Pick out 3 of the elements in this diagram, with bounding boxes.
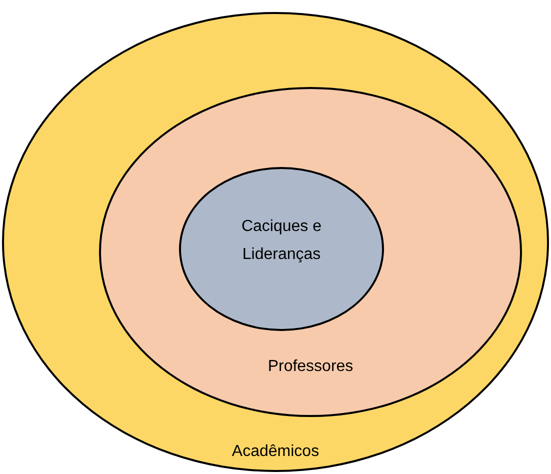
ellipse-label: Professores (266, 357, 354, 377)
ellipse-label: Caciques e Lideranças (240, 217, 323, 265)
ellipse-label: Acadêmicos (230, 442, 320, 462)
